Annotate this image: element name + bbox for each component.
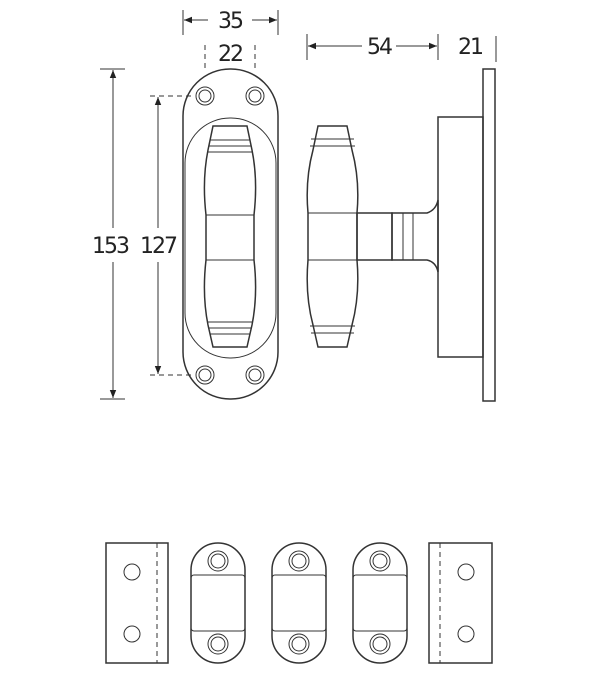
dim-label-22: 22 [218,42,242,67]
mounting-plate [482,68,496,402]
handle-front [203,125,257,348]
keeper-2 [271,542,327,664]
collar [391,199,439,273]
recess-outline [184,117,277,359]
side-view [306,68,496,402]
shaft [356,212,393,261]
dim-label-153: 153 [92,234,129,259]
keeper-1 [190,542,246,664]
screw-holes [195,86,265,385]
dim-label-35: 35 [218,9,243,34]
keeper-plate-left [105,542,169,664]
dim-label-54: 54 [367,35,392,60]
backplate-outline [182,68,279,400]
rose-block [437,116,484,358]
keeper-3 [352,542,408,664]
dim-label-127: 127 [140,234,177,259]
dim-label-21: 21 [458,35,482,60]
handle-grip-side [306,125,359,348]
dimension-lines [100,10,497,400]
keeper-plate-right [428,542,493,664]
front-view [182,68,279,400]
